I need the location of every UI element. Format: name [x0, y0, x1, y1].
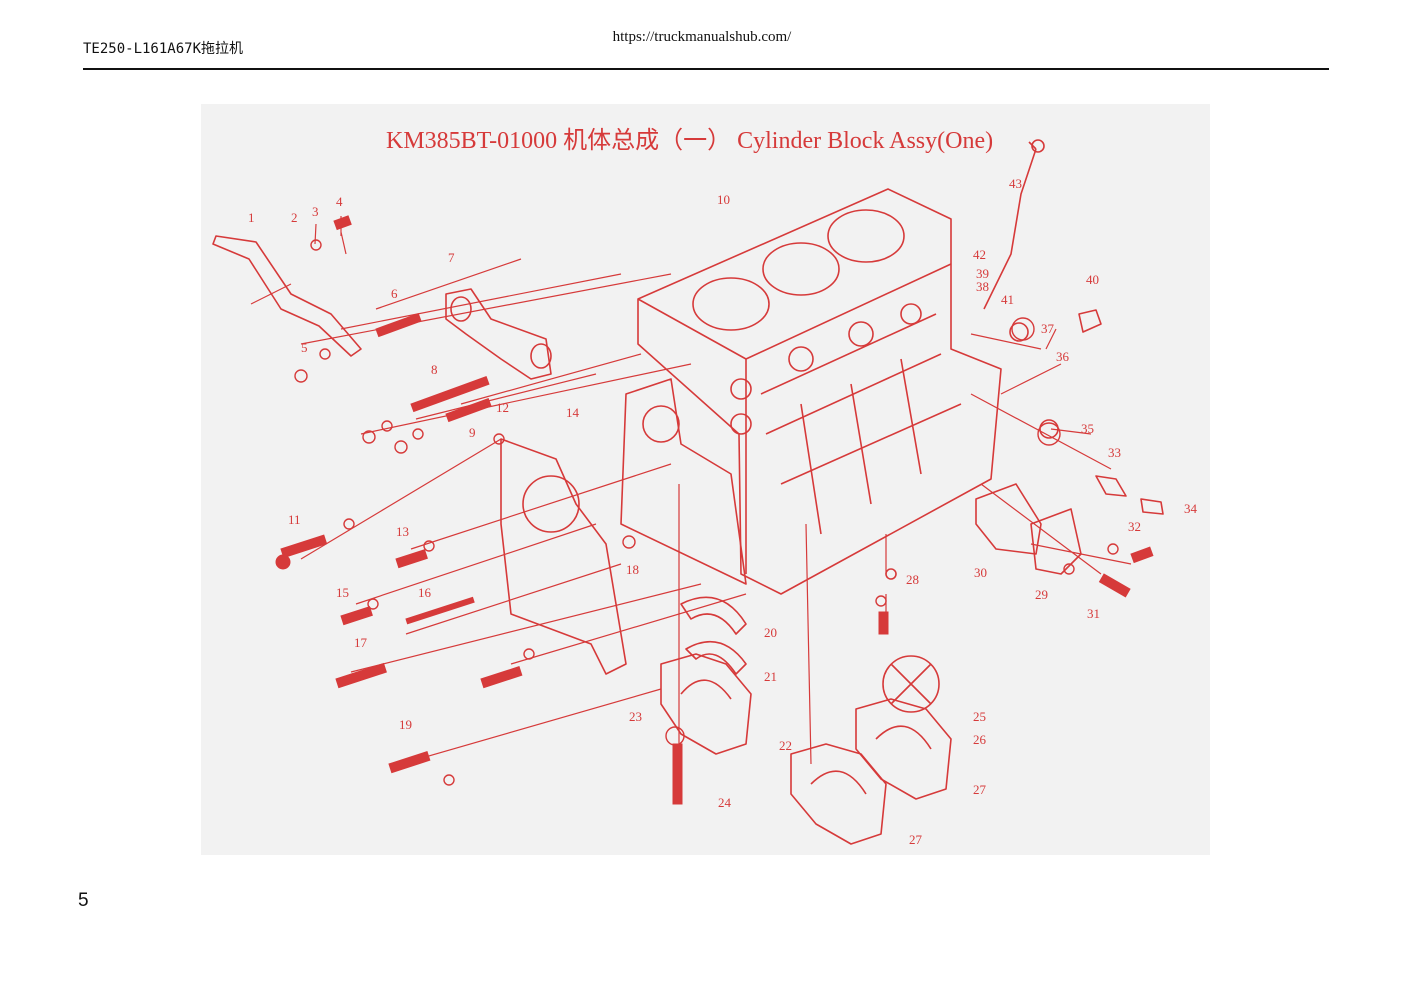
bearing-shell [685, 640, 747, 675]
callout-15: 15 [336, 585, 349, 600]
callout-27b: 27 [909, 832, 923, 847]
callout-14: 14 [566, 405, 580, 420]
fasteners [275, 215, 1154, 805]
cylinder-block [637, 188, 1002, 595]
callout-30: 30 [974, 565, 987, 580]
callout-31: 31 [1087, 606, 1100, 621]
callout-26: 26 [973, 732, 987, 747]
fitting [1078, 309, 1102, 333]
thrust-washer [882, 655, 940, 713]
callout-4: 4 [336, 194, 343, 209]
callout-9: 9 [469, 425, 476, 440]
bearing-shell [680, 596, 747, 635]
callout-21: 21 [764, 669, 777, 684]
callout-34: 34 [1184, 501, 1198, 516]
leader-lines [250, 216, 1132, 765]
callout-17: 17 [354, 635, 368, 650]
callout-2: 2 [291, 210, 298, 225]
callout-36: 36 [1056, 349, 1070, 364]
callout-37: 37 [1041, 321, 1055, 336]
diagram-title: KM385BT-01000 机体总成（一） Cylinder Block Ass… [386, 127, 993, 154]
callout-19: 19 [399, 717, 412, 732]
callout-8: 8 [431, 362, 438, 377]
callout-3: 3 [312, 204, 319, 219]
plug [1095, 475, 1127, 497]
callout-29: 29 [1035, 587, 1048, 602]
page-number: 5 [78, 890, 89, 911]
dipstick [983, 141, 1037, 310]
callout-43: 43 [1009, 176, 1022, 191]
bearing-cap [660, 653, 752, 755]
washers [294, 239, 1119, 786]
callout-1: 1 [248, 210, 255, 225]
callout-5: 5 [301, 340, 308, 355]
callout-40: 40 [1086, 272, 1099, 287]
callout-11: 11 [288, 512, 301, 527]
diagram-plate: KM385BT-01000 机体总成（一） Cylinder Block Ass… [201, 104, 1210, 855]
bearing-cap [790, 743, 887, 845]
callout-32: 32 [1128, 519, 1141, 534]
callout-42: 42 [973, 247, 986, 262]
line-work [212, 139, 1164, 845]
callout-13: 13 [396, 524, 409, 539]
callout-18: 18 [626, 562, 639, 577]
callout-6: 6 [391, 286, 398, 301]
callout-25: 25 [973, 709, 986, 724]
callout-10: 10 [717, 192, 730, 207]
callout-20: 20 [764, 625, 777, 640]
document-code: TE250-L161A67K拖拉机 [83, 41, 244, 57]
callout-41: 41 [1001, 292, 1014, 307]
callout-38: 38 [976, 279, 989, 294]
gear-housing-plate [620, 378, 747, 585]
sender [1140, 498, 1164, 515]
source-url[interactable]: https://truckmanualshub.com/ [612, 29, 792, 45]
callout-28: 28 [906, 572, 919, 587]
callout-12: 12 [496, 400, 509, 415]
support-bracket [212, 235, 362, 357]
callout-22: 22 [779, 738, 792, 753]
exploded-view-diagram: KM385BT-01000 机体总成（一） Cylinder Block Ass… [212, 127, 1198, 847]
callout-27: 27 [973, 782, 987, 797]
callout-24: 24 [718, 795, 732, 810]
callout-33: 33 [1108, 445, 1121, 460]
header-rule [83, 68, 1329, 70]
callout-16: 16 [418, 585, 432, 600]
timing-cover [500, 438, 627, 675]
bearing-cap [855, 698, 952, 800]
callout-7: 7 [448, 250, 455, 265]
bracket [445, 288, 552, 380]
part-callouts: 1 2 3 4 5 6 7 8 9 10 11 12 13 14 15 16 1… [248, 176, 1198, 847]
callout-39: 39 [976, 266, 989, 281]
callout-23: 23 [629, 709, 642, 724]
oil-filter-base [975, 483, 1042, 555]
callout-35: 35 [1081, 421, 1094, 436]
